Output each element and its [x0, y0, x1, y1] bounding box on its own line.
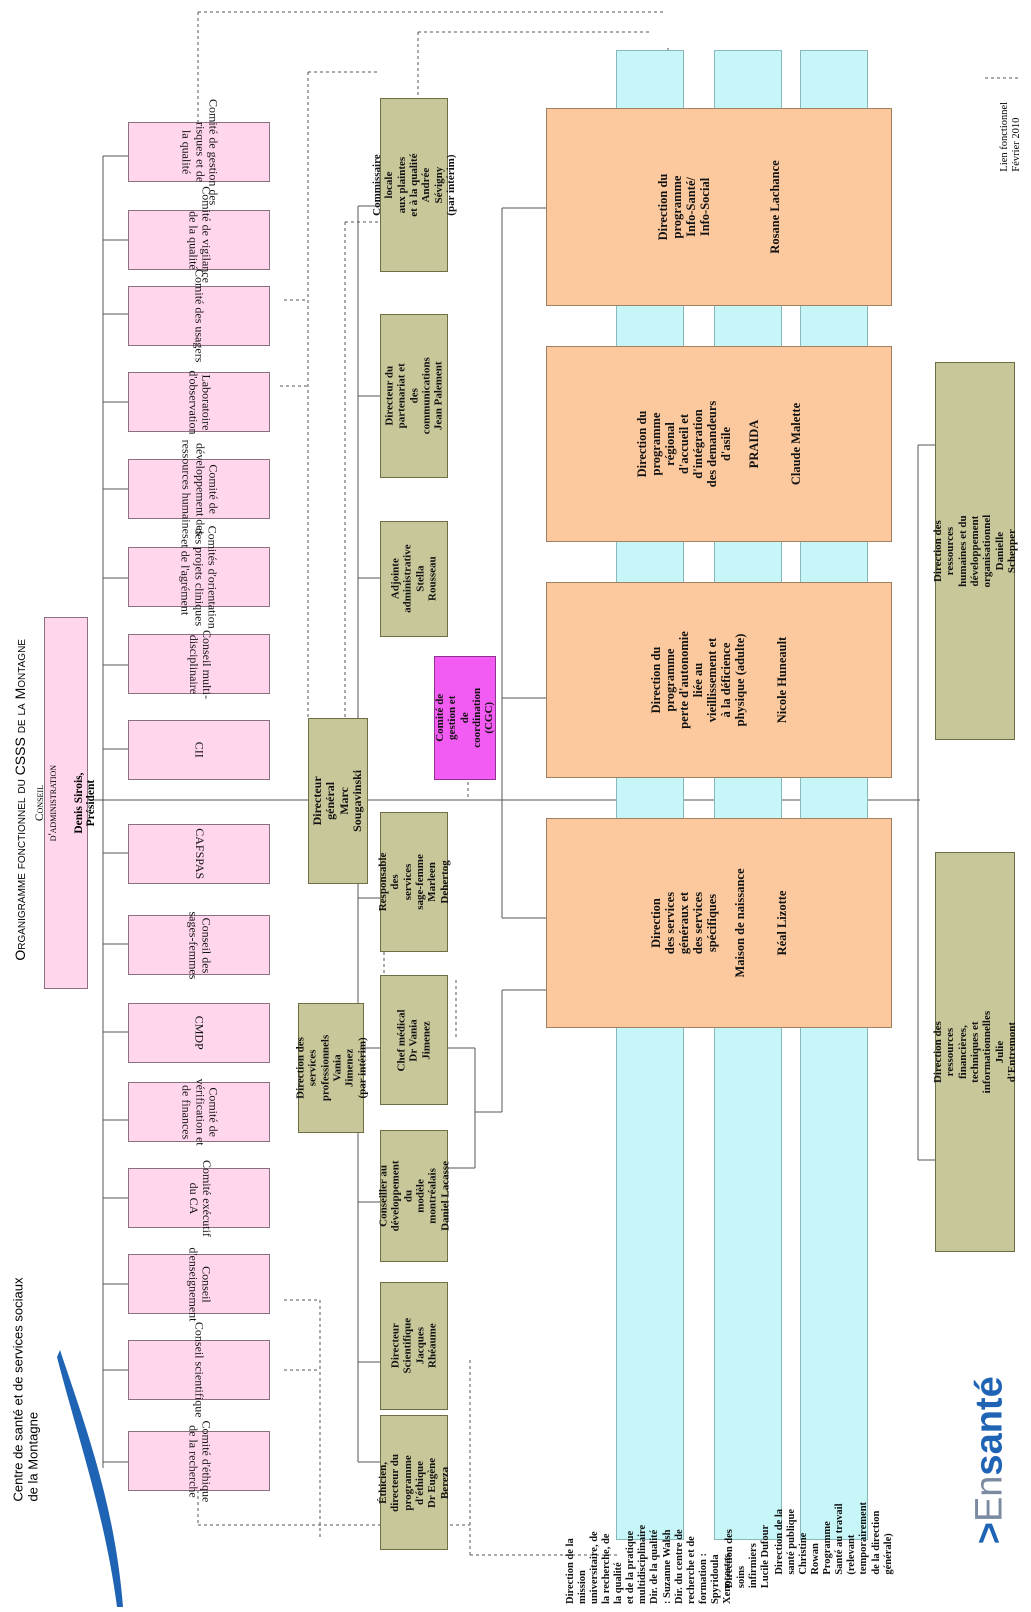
comite-executif[interactable]: Comité exécutif du CA — [128, 1160, 270, 1236]
conseil-administration[interactable]: Conseil d'administration Denis Sirois, P… — [34, 617, 97, 989]
responsable-sage-femme[interactable]: Responsable des services sage-femme Marl… — [377, 812, 451, 952]
comite-verification-finances[interactable]: Comité de vérification et de finances — [128, 1079, 270, 1145]
cafspas[interactable]: CAFSPAS — [128, 824, 270, 884]
directeur-general[interactable]: Directeur général Marc Sougavinski — [308, 718, 368, 884]
cmdp[interactable]: CMDP — [128, 1003, 270, 1063]
direction-services-professionnels[interactable]: Direction des services professionnels Va… — [294, 1003, 368, 1133]
ethicien[interactable]: Éthicien, directeur du programme d'éthiq… — [377, 1415, 451, 1550]
direction-services-generaux[interactable]: Direction des services généraux et des s… — [546, 818, 892, 1028]
conseil-scientifique[interactable]: Conseil scientifique — [128, 1322, 270, 1418]
direction-info-sante[interactable]: Direction du programme Info-Santé/ Info-… — [546, 108, 892, 306]
org-name: Centre de santé et de services sociaux d… — [10, 1277, 41, 1503]
swoosh-graphic — [57, 1350, 123, 1607]
conseil-enseignement[interactable]: Conseil d'enseignement — [128, 1247, 270, 1321]
logo-chevron-icon: > — [968, 1521, 1011, 1544]
comite-gestion-coordination[interactable]: Comité de gestion et de coordination (CG… — [434, 656, 496, 780]
cii[interactable]: CII — [128, 720, 270, 780]
direction-ressources-humaines[interactable]: Direction des ressources humaines et du … — [932, 362, 1018, 740]
legend: Lien fonctionnel Février 2010 — [994, 72, 1028, 202]
direction-praida[interactable]: Direction du programme régional d'accuei… — [546, 346, 892, 542]
comite-ethique-recherche[interactable]: Comité d'éthique de la recherche — [128, 1420, 270, 1502]
comite-usagers[interactable]: Comité des usagers — [128, 269, 270, 363]
direction-ressources-financieres[interactable]: Direction des ressources financières, te… — [932, 852, 1018, 1252]
conseiller-developpement[interactable]: Conseiller au développement du modèle mo… — [377, 1130, 451, 1262]
comite-developpement-rh[interactable]: Comité de développement des ressources h… — [128, 440, 270, 538]
adjointe-administrative[interactable]: Adjointe administrative Stella Rousseau — [380, 521, 448, 637]
legend-date: Février 2010 — [1011, 117, 1022, 172]
direction-perte-autonomie[interactable]: Direction du programme perte d'autonomie… — [546, 582, 892, 778]
laboratoire-observation[interactable]: Laboratoire d'observation — [128, 370, 270, 434]
conseil-multidisciplinaire[interactable]: Conseil multi- disciplinaire — [128, 630, 270, 699]
chef-medical[interactable]: Chef médical Dr Vania Jimenez — [380, 975, 448, 1105]
comites-orientation[interactable]: Comités d'orientation des projets cliniq… — [128, 525, 270, 629]
comite-vigilance[interactable]: Comité de vigilance et de la qualité — [128, 186, 270, 294]
conseil-sages-femmes[interactable]: Conseil des sages-femmes — [128, 911, 270, 979]
comite-gestion-risques[interactable]: Comité de gestion des risques et de la q… — [128, 99, 270, 205]
legend-label: Lien fonctionnel — [999, 102, 1011, 172]
directeur-scientifique[interactable]: Directeur Scientifique Jacques Rhéaume — [380, 1282, 448, 1410]
ensante-logo: >Ensanté — [968, 1376, 1011, 1544]
commissaire-plaintes[interactable]: Commissaire locale aux plaintes et à la … — [371, 98, 457, 272]
directeur-partenariat[interactable]: Directeur du partenariat et des communic… — [380, 314, 448, 478]
